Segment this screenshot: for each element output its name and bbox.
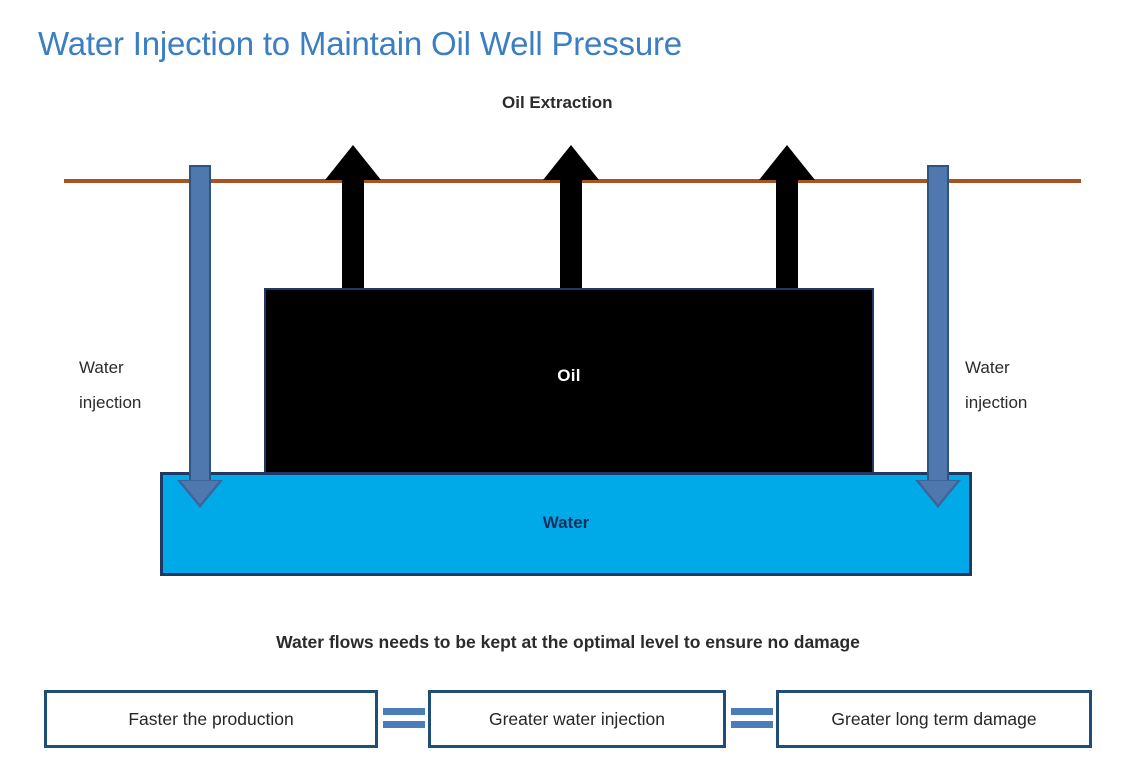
diagram-caption: Water flows needs to be kept at the opti… bbox=[276, 632, 860, 652]
water-injection-label-right: Water injection bbox=[965, 350, 1027, 420]
arrow-head-icon bbox=[543, 145, 599, 180]
oil-reservoir: Oil bbox=[264, 288, 874, 474]
water-injection-label-left-line1: Water bbox=[79, 358, 124, 377]
connector-bar-top bbox=[731, 708, 773, 715]
arrow-head-icon bbox=[759, 145, 815, 180]
flow-box-label: Faster the production bbox=[128, 708, 294, 729]
pipe-arrow-head-fill bbox=[181, 481, 219, 504]
pipe-shaft bbox=[189, 165, 211, 480]
flow-box-greater-long-term-damage[interactable]: Greater long term damage bbox=[776, 690, 1092, 748]
water-reservoir: Water bbox=[160, 472, 972, 576]
flow-chain: Faster the production Greater water inje… bbox=[0, 690, 1136, 752]
water-injection-label-right-line2: injection bbox=[965, 393, 1028, 412]
flow-connector-equals-icon bbox=[383, 708, 425, 730]
flow-box-greater-water-injection[interactable]: Greater water injection bbox=[428, 690, 726, 748]
flow-box-label: Greater water injection bbox=[488, 708, 666, 729]
connector-bar-bottom bbox=[731, 721, 773, 728]
water-injection-label-left-line2: injection bbox=[79, 393, 142, 412]
oil-extraction-label: Oil Extraction bbox=[502, 93, 613, 112]
water-reservoir-label: Water bbox=[542, 513, 590, 532]
page-title: Water Injection to Maintain Oil Well Pre… bbox=[38, 25, 682, 62]
pipe-arrow-head-fill bbox=[919, 481, 957, 504]
connector-bar-top bbox=[383, 708, 425, 715]
arrow-head-icon bbox=[325, 145, 381, 180]
pipe-shaft bbox=[927, 165, 949, 480]
arrow-shaft bbox=[560, 179, 582, 324]
arrow-shaft bbox=[342, 179, 364, 324]
arrow-shaft bbox=[776, 179, 798, 324]
flow-box-label: Greater long term damage bbox=[831, 708, 1037, 729]
water-injection-label-right-line1: Water bbox=[965, 358, 1010, 377]
oil-reservoir-label: Oil bbox=[557, 366, 581, 385]
flow-connector-equals-icon bbox=[731, 708, 773, 730]
connector-bar-bottom bbox=[383, 721, 425, 728]
water-injection-label-left: Water injection bbox=[79, 350, 141, 420]
flow-box-faster-the-production[interactable]: Faster the production bbox=[44, 690, 378, 748]
